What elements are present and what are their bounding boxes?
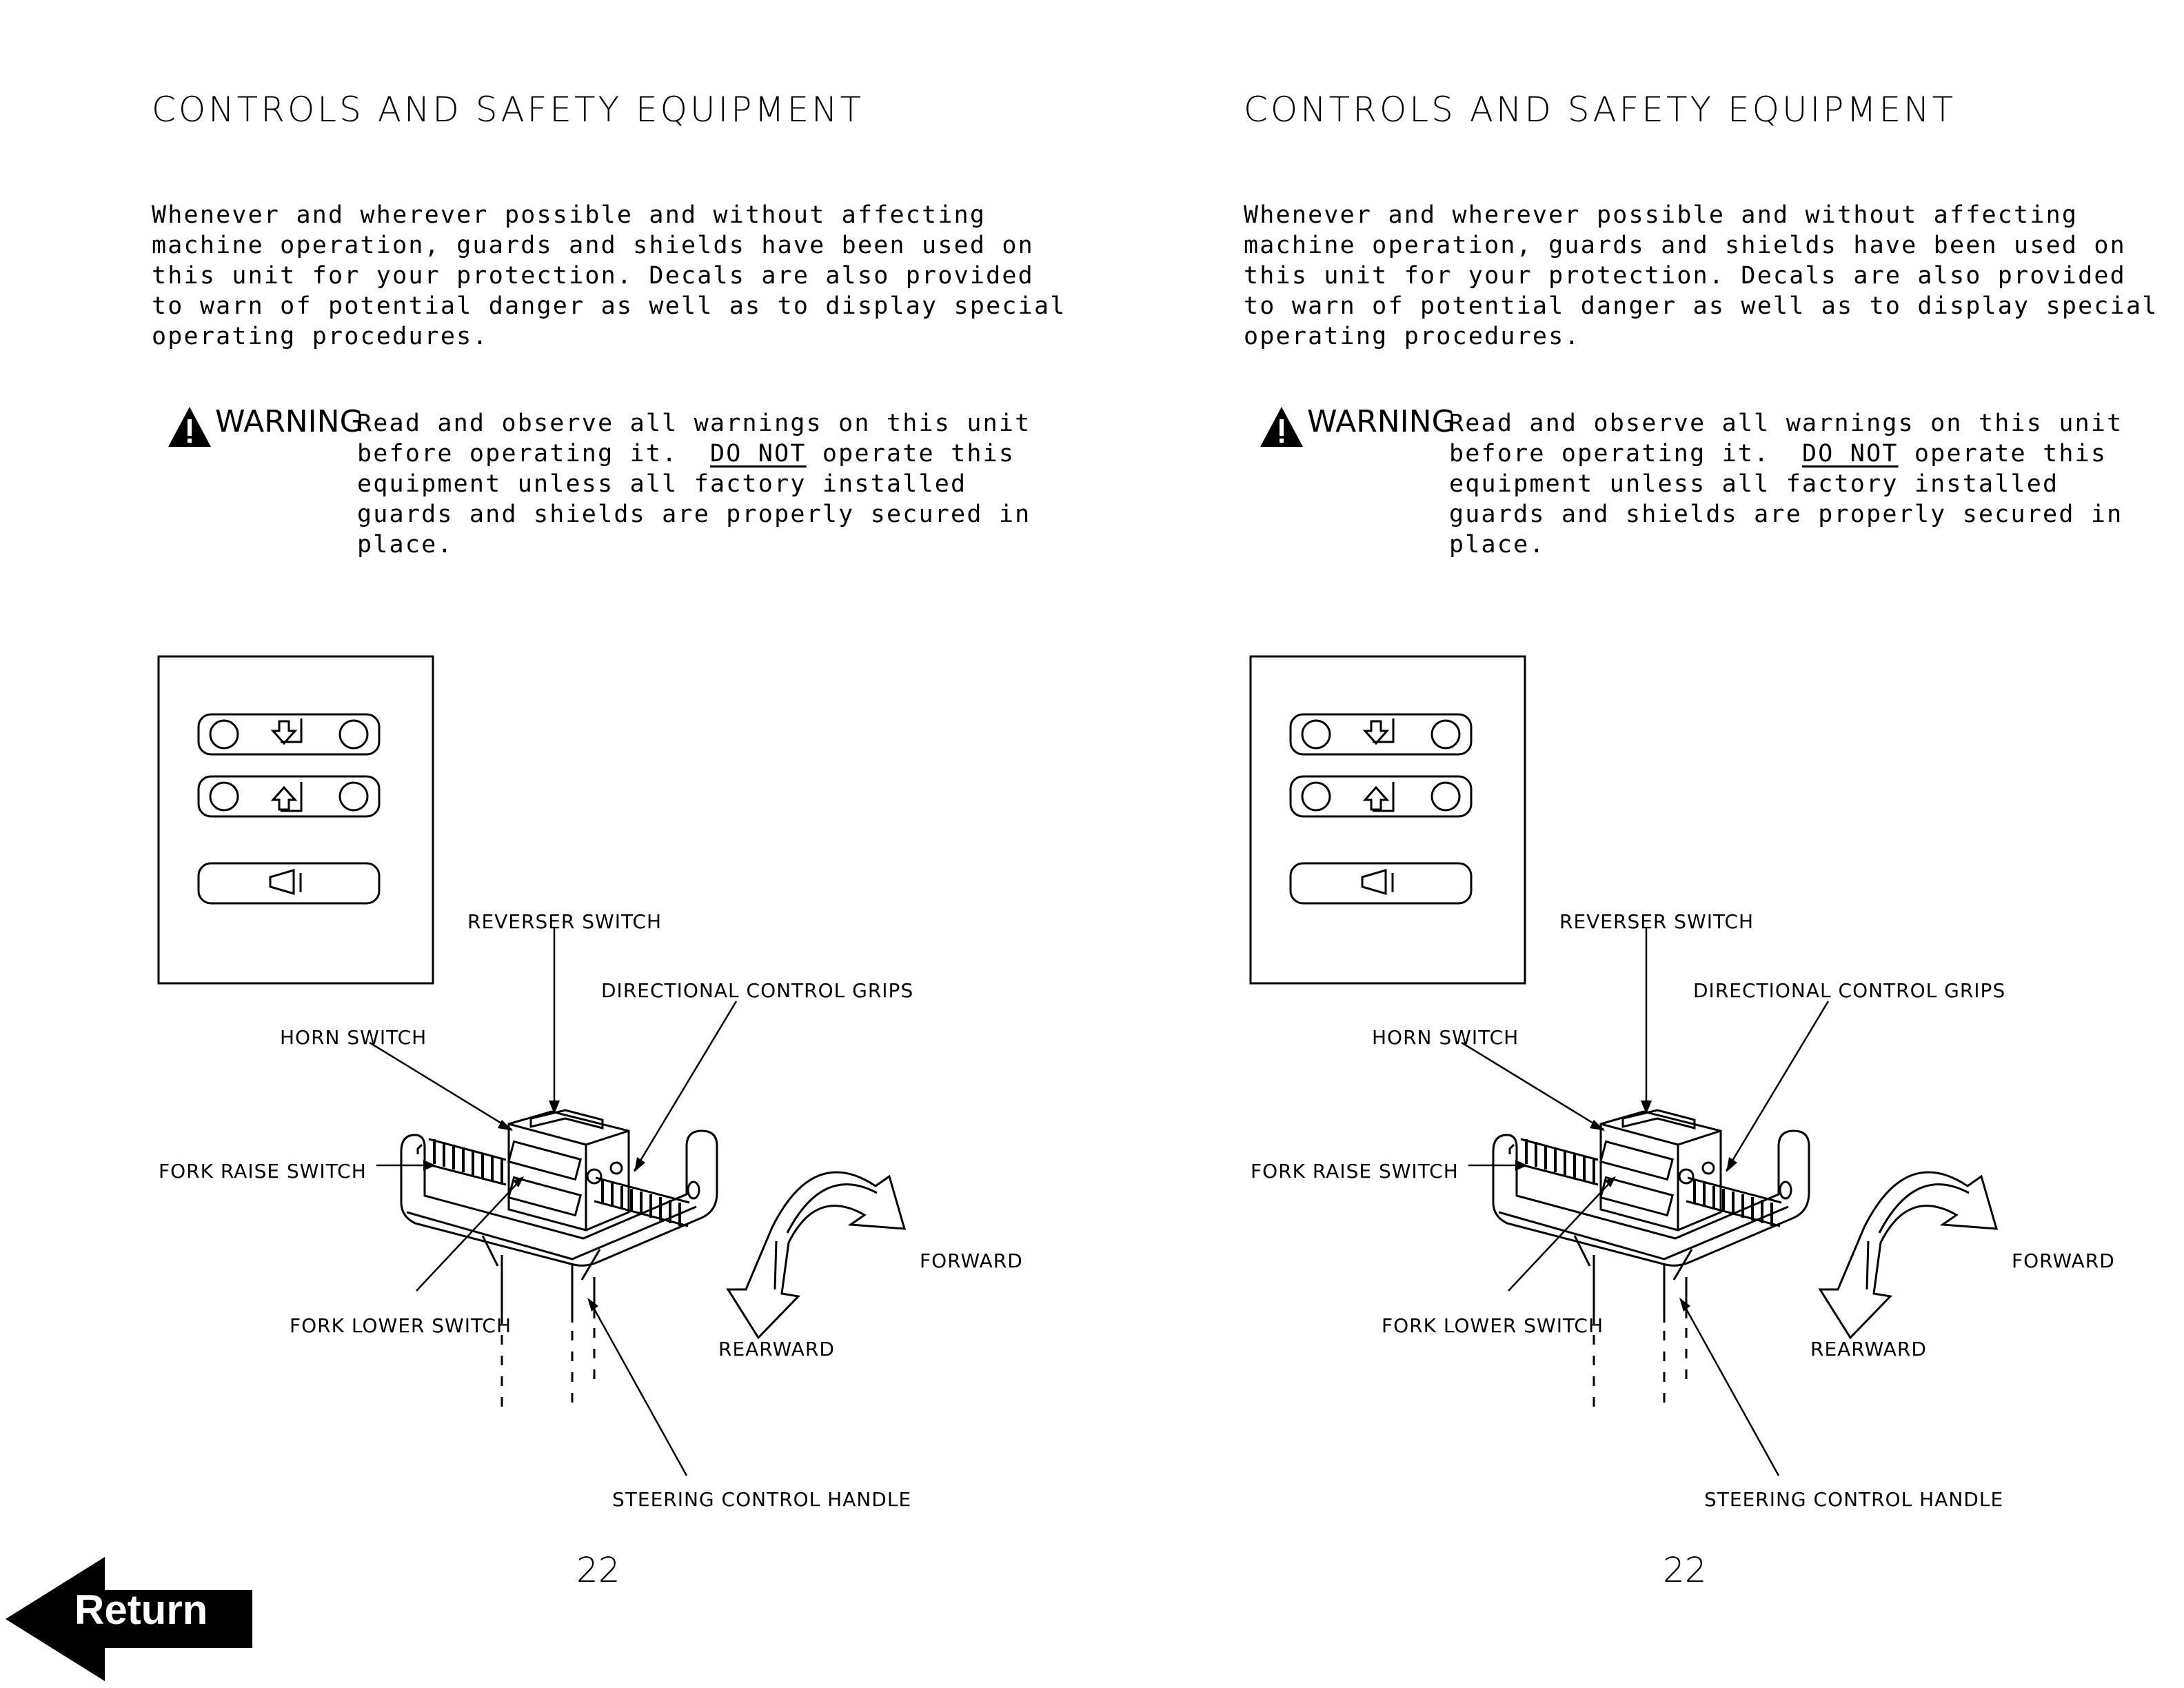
forward-rearward-arrow: [1818, 1171, 1999, 1340]
warning-line-part: before operating it.: [357, 440, 710, 468]
warning-text: Read and observe all warnings on this un…: [357, 408, 1031, 560]
warning-label: WARNING: [1307, 404, 1455, 439]
page-number: 22: [1663, 1550, 1707, 1590]
directional-control-grips-label: DIRECTIONAL CONTROL GRIPS: [1693, 979, 2005, 1002]
fork-lower-switch-label: FORK LOWER SWITCH: [290, 1314, 512, 1337]
return-button-label[interactable]: Return: [74, 1587, 208, 1633]
warning-line: place.: [1449, 531, 1546, 559]
intro-line: machine operation, guards and shields ha…: [152, 232, 1034, 259]
return-button[interactable]: [6, 1557, 254, 1681]
fork-raise-switch-label: FORK RAISE SWITCH: [159, 1160, 367, 1183]
page-number: 22: [576, 1550, 620, 1590]
fork-lower-decal-icon: [270, 719, 303, 745]
horn-switch-label: HORN SWITCH: [280, 1026, 427, 1049]
controls-diagram: REVERSER SWITCH DIRECTIONAL CONTROL GRIP…: [157, 655, 1023, 1511]
forward-rearward-arrow: [726, 1171, 907, 1340]
rearward-label: REARWARD: [718, 1338, 835, 1360]
warning-line: equipment unless all factory installed: [357, 470, 967, 498]
directional-control-grips-label: DIRECTIONAL CONTROL GRIPS: [601, 979, 913, 1002]
warning-line: before operating it. DO NOT operate this: [1449, 439, 2123, 469]
grip-knurl-marks: [1525, 1139, 1773, 1226]
intro-line: Whenever and wherever possible and witho…: [152, 201, 987, 229]
intro-paragraph: Whenever and wherever possible and witho…: [1244, 200, 2184, 352]
fork-raise-decal-icon: [270, 782, 303, 812]
controls-diagram: REVERSER SWITCH DIRECTIONAL CONTROL GRIP…: [1249, 655, 2115, 1511]
control-handle-illustration: [1492, 1109, 1810, 1407]
leader-arrowheads: [423, 1101, 645, 1312]
steering-control-handle-label: STEERING CONTROL HANDLE: [1704, 1488, 2003, 1511]
fork-raise-switch-label: FORK RAISE SWITCH: [1251, 1160, 1459, 1183]
warning-line: Read and observe all warnings on this un…: [357, 410, 1031, 437]
forward-label: FORWARD: [2012, 1249, 2115, 1272]
leader-arrowheads: [1515, 1101, 1737, 1312]
warning-line: guards and shields are properly secured …: [1449, 501, 2123, 528]
warning-line: Read and observe all warnings on this un…: [1449, 410, 2123, 437]
warning-line: before operating it. DO NOT operate this: [357, 439, 1031, 469]
do-not-emphasis: DO NOT: [709, 440, 807, 468]
intro-line: this unit for your protection. Decals ar…: [152, 262, 1034, 290]
reverser-switch-label: REVERSER SWITCH: [1559, 910, 1754, 933]
warning-triangle-icon: [168, 407, 211, 447]
do-not-emphasis: DO NOT: [1801, 440, 1899, 468]
page-title: CONTROLS AND SAFETY EQUIPMENT: [1244, 90, 1957, 130]
intro-line: to warn of potential danger as well as t…: [152, 292, 1066, 320]
leader-lines: [369, 927, 738, 1476]
warning-text: Read and observe all warnings on this un…: [1449, 408, 2123, 560]
warning-line-part: operate this: [1898, 440, 2107, 468]
steering-control-handle-label: STEERING CONTROL HANDLE: [612, 1488, 911, 1511]
horn-decal-icon: [269, 868, 302, 896]
page-title: CONTROLS AND SAFETY EQUIPMENT: [152, 90, 865, 130]
warning-line: equipment unless all factory installed: [1449, 470, 2059, 498]
manual-page-left: CONTROLS AND SAFETY EQUIPMENT Whenever a…: [152, 90, 1064, 1590]
horn-decal-icon: [1361, 868, 1394, 896]
fork-raise-decal-icon: [1362, 782, 1395, 812]
grip-knurl-marks: [433, 1139, 681, 1226]
control-handle-illustration: [400, 1109, 718, 1407]
warning-line-part: before operating it.: [1449, 440, 1802, 468]
warning-line-part: operate this: [806, 440, 1015, 468]
control-decal-panel: [157, 655, 434, 985]
control-decal-panel: [1249, 655, 1526, 985]
intro-line: to warn of potential danger as well as t…: [1244, 292, 2158, 320]
intro-line: machine operation, guards and shields ha…: [1244, 232, 2126, 259]
warning-line: guards and shields are properly secured …: [357, 501, 1031, 528]
manual-page-right: CONTROLS AND SAFETY EQUIPMENT Whenever a…: [1092, 0, 2184, 1688]
intro-paragraph: Whenever and wherever possible and witho…: [152, 200, 1117, 352]
warning-line: place.: [357, 531, 454, 559]
fork-lower-switch-label: FORK LOWER SWITCH: [1382, 1314, 1604, 1337]
intro-line: operating procedures.: [1244, 323, 1581, 350]
intro-line: this unit for your protection. Decals ar…: [1244, 262, 2126, 290]
warning-triangle-icon: [1260, 407, 1303, 447]
intro-line: Whenever and wherever possible and witho…: [1244, 201, 2079, 229]
warning-label: WARNING: [215, 404, 363, 439]
forward-label: FORWARD: [920, 1249, 1023, 1272]
rearward-label: REARWARD: [1810, 1338, 1927, 1360]
reverser-switch-label: REVERSER SWITCH: [467, 910, 662, 933]
fork-lower-decal-icon: [1362, 719, 1395, 745]
intro-line: operating procedures.: [152, 323, 489, 350]
left-arrow-icon: [6, 1557, 252, 1681]
horn-switch-label: HORN SWITCH: [1372, 1026, 1519, 1049]
